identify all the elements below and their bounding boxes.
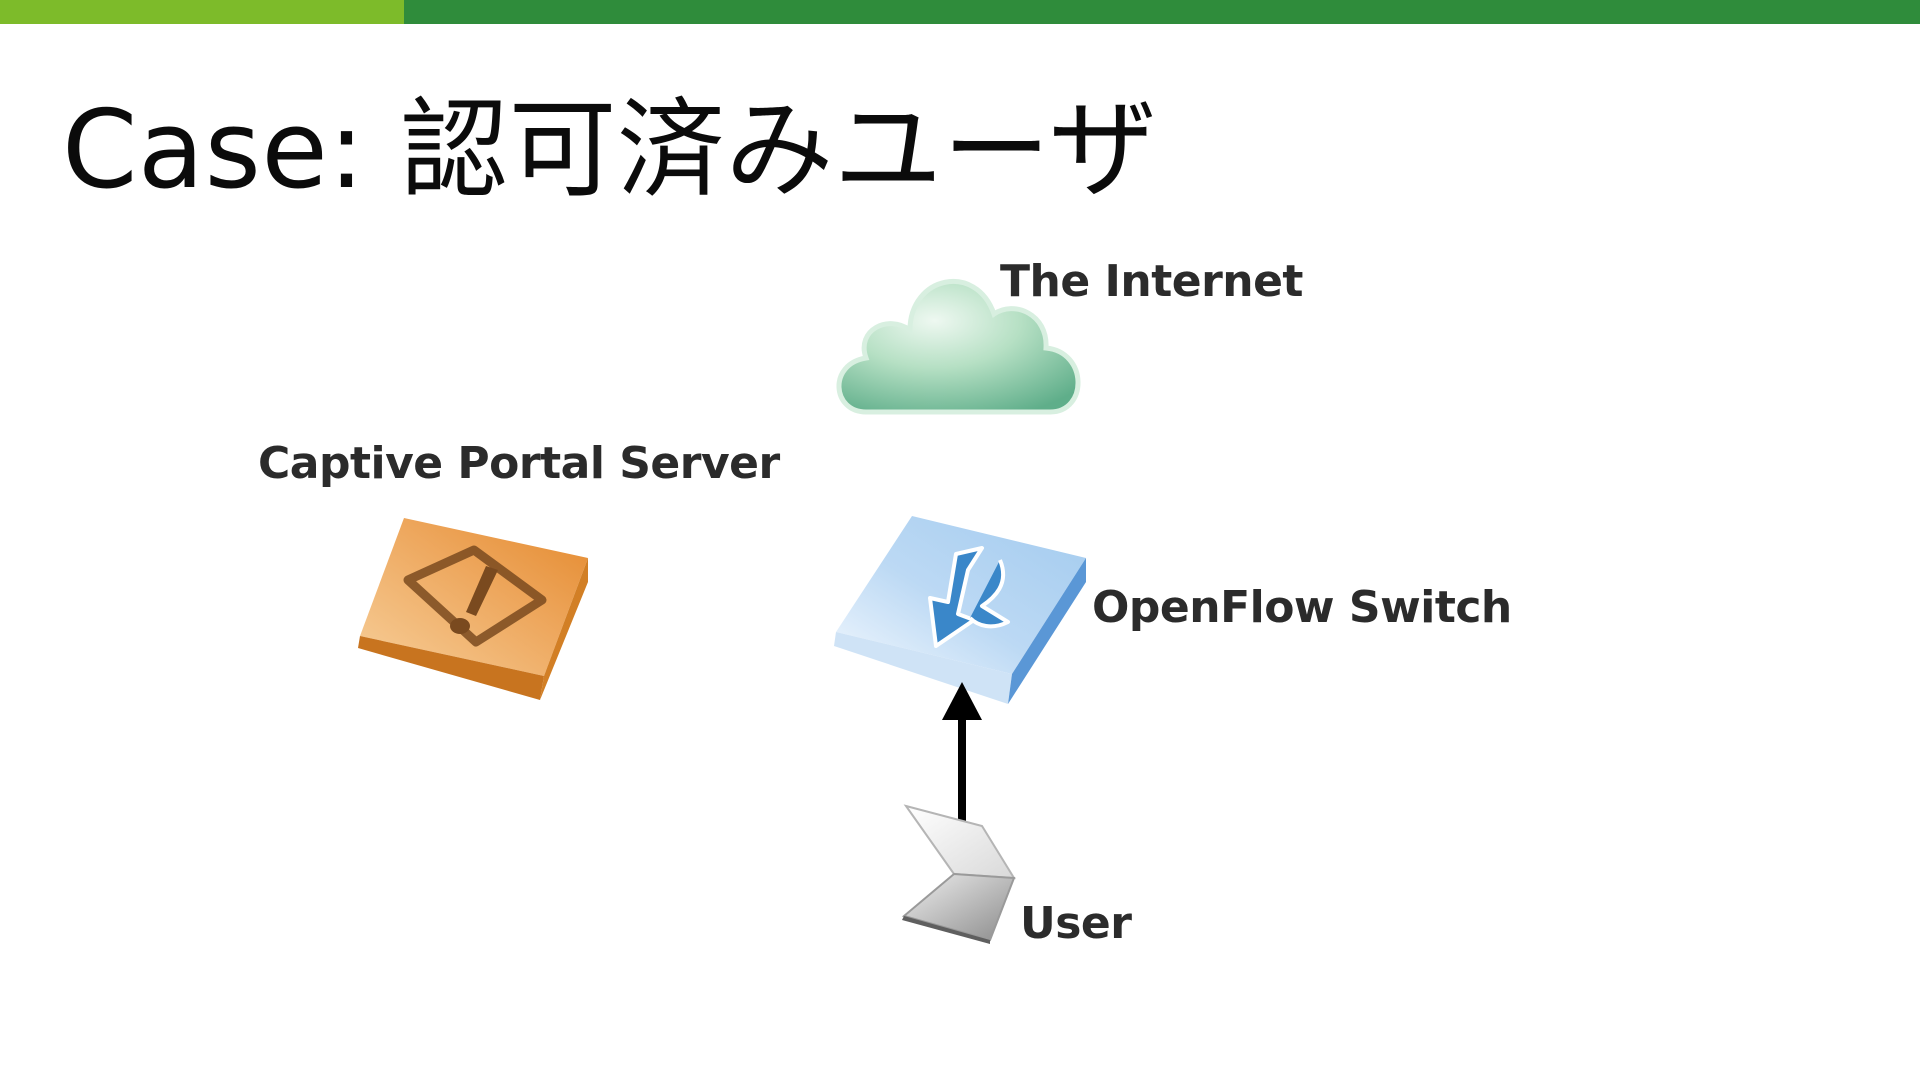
warning-server-icon [358, 518, 588, 700]
node-label-openflow-switch: OpenFlow Switch [1092, 582, 1512, 633]
header-bar-main [404, 0, 1920, 24]
cloud-icon [836, 278, 1081, 415]
slide-title: Case: 認可済みユーザ [62, 88, 1158, 213]
node-label-user: User [1020, 898, 1132, 949]
header-bar-accent [0, 0, 404, 24]
edge-user-to-switch [942, 682, 982, 822]
node-label-captive-portal: Captive Portal Server [258, 438, 780, 489]
header-bar [0, 0, 1920, 24]
node-label-internet: The Internet [1000, 256, 1303, 307]
laptop-icon [901, 804, 1016, 944]
openflow-switch-icon [834, 516, 1086, 704]
